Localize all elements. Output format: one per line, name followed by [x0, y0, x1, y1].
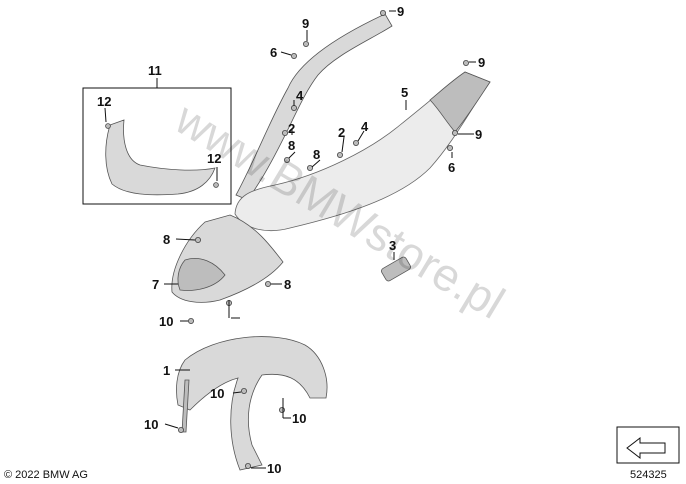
callout-7: 7: [152, 277, 159, 292]
callout-4a: 4: [296, 88, 304, 103]
callout-12a: 12: [97, 94, 111, 109]
callout-10a: 10: [159, 314, 173, 329]
callout-3: 3: [389, 238, 396, 253]
bolt-10c: [240, 387, 247, 394]
callout-11: 11: [148, 63, 162, 78]
front-mudguard: [176, 336, 328, 471]
bolt-10d: [278, 406, 285, 413]
bolt-12b: [213, 182, 219, 188]
bolt-4a: [290, 105, 297, 112]
callout-8b: 8: [288, 138, 295, 153]
callout-5: 5: [401, 85, 408, 100]
fasteners: [105, 9, 469, 469]
bolt-9a: [379, 9, 386, 16]
callout-2b: 2: [338, 125, 345, 140]
callout-1: 1: [163, 363, 170, 378]
callout-10d: 10: [144, 417, 158, 432]
bolt-8c: [194, 236, 201, 243]
callout-9c: 9: [478, 55, 485, 70]
callout-10e: 10: [267, 461, 281, 476]
callout-10c: 10: [292, 411, 306, 426]
bolt-6a: [290, 53, 297, 60]
copyright: © 2022 BMW AG: [4, 469, 88, 481]
bolt-8a: [283, 156, 290, 163]
bolt-2b: [336, 151, 343, 158]
callout-9a: 9: [397, 4, 404, 19]
callout-8c: 8: [163, 232, 170, 247]
bolt-8d: [264, 280, 271, 287]
bolt-10e: [177, 426, 184, 433]
mudguard-strut: [181, 379, 190, 433]
bolt-12a: [105, 123, 111, 129]
callout-8d: 8: [284, 277, 291, 292]
group-box-11: [82, 87, 232, 205]
reflector: [381, 256, 411, 282]
callout-6a: 6: [270, 45, 277, 60]
inner-front-panel-shade: [177, 258, 226, 291]
callout-6b: 6: [448, 160, 455, 175]
bolt-9c: [451, 129, 458, 136]
leader-lines: [104, 10, 476, 469]
callout-9b: 9: [302, 16, 309, 31]
arrow-icon: [626, 436, 666, 460]
callout-9d: 9: [475, 127, 482, 142]
bolt-10f: [244, 462, 251, 469]
beak-trim: [105, 119, 216, 196]
callout-2a: 2: [288, 121, 295, 136]
side-panel-edge: [429, 71, 491, 133]
bolt-4b: [352, 139, 359, 146]
callouts: 9 9 6 9 11 5 4 12 2 2 4 9 8 8 12 6 8 3 7…: [97, 4, 485, 476]
bolt-9b: [462, 60, 469, 67]
callout-12b: 12: [207, 151, 221, 166]
bolt-10a: [187, 317, 194, 324]
callout-4b: 4: [361, 119, 369, 134]
diagram-number: 524325: [630, 469, 667, 481]
callout-8a: 8: [313, 147, 320, 162]
bolt-8b: [306, 164, 313, 171]
bolt-6b: [446, 144, 453, 151]
callout-10b: 10: [210, 386, 224, 401]
bolt-9d: [302, 41, 309, 48]
bolt-2a: [281, 129, 288, 136]
